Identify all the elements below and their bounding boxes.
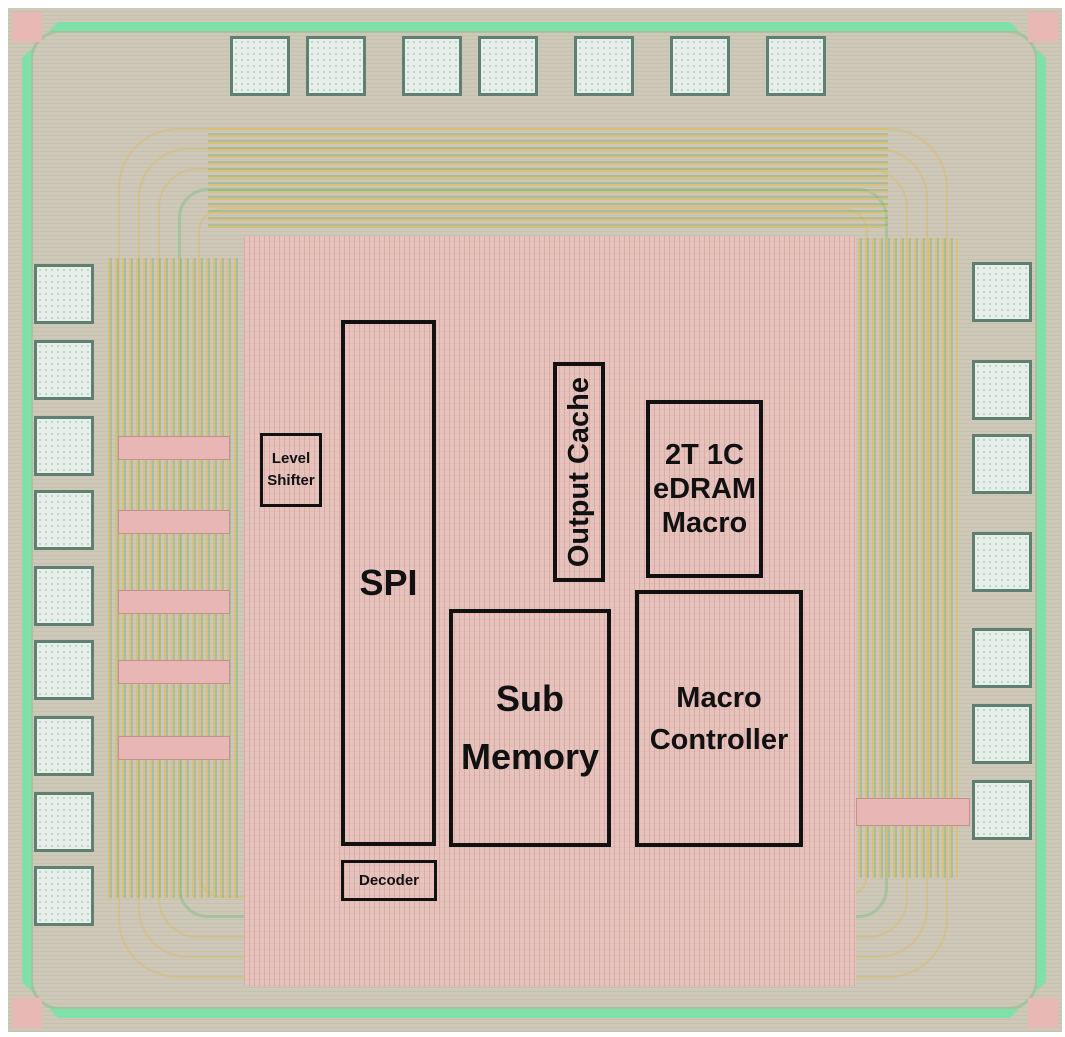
io-pad (766, 36, 826, 96)
io-pad (574, 36, 634, 96)
output-cache-block: Output Cache (553, 362, 605, 582)
esd-cell (856, 798, 970, 826)
chip-die (8, 8, 1062, 1032)
io-pad (34, 416, 94, 476)
spi-block: SPI (341, 320, 436, 846)
esd-cell (118, 510, 230, 534)
io-pad (478, 36, 538, 96)
level-shifter-line-1: Level (272, 450, 310, 467)
esd-cell (118, 590, 230, 614)
io-pad (34, 640, 94, 700)
corner-bottom-right (1028, 998, 1058, 1028)
io-pad (972, 704, 1032, 764)
io-pad (34, 866, 94, 926)
esd-cell (118, 736, 230, 760)
io-pad (34, 490, 94, 550)
edram-line-2: eDRAM (653, 473, 756, 505)
esd-cell (118, 436, 230, 460)
decoder-block: Decoder (341, 860, 437, 901)
macro-controller-line-2: Controller (650, 724, 789, 756)
corner-top-right (1028, 12, 1058, 42)
io-pad (670, 36, 730, 96)
io-pad (402, 36, 462, 96)
io-pad (972, 780, 1032, 840)
io-pad (972, 628, 1032, 688)
level-shifter-block: LevelShifter (260, 433, 322, 507)
corner-top-left (12, 12, 42, 42)
io-pad (34, 264, 94, 324)
io-pad (972, 262, 1032, 322)
sub-memory-line-1: Sub (496, 678, 564, 719)
io-pad (34, 566, 94, 626)
level-shifter-line-2: Shifter (267, 472, 315, 489)
io-pad (972, 360, 1032, 420)
io-pad (34, 716, 94, 776)
io-pad (972, 532, 1032, 592)
io-pad (230, 36, 290, 96)
edram-macro-block: 2T 1CeDRAMMacro (646, 400, 763, 578)
io-pad (34, 792, 94, 852)
sub-memory-line-2: Memory (461, 736, 599, 777)
output-cache-label: Output Cache (563, 377, 596, 567)
spi-label: SPI (359, 561, 417, 605)
decoder-label: Decoder (359, 872, 419, 889)
macro-controller-block: MacroController (635, 590, 803, 847)
io-pad (972, 434, 1032, 494)
edram-line-1: 2T 1C (665, 439, 744, 471)
macro-controller-line-1: Macro (676, 682, 761, 714)
corner-bottom-left (12, 998, 42, 1028)
io-pad (34, 340, 94, 400)
io-pad (306, 36, 366, 96)
edram-line-3: Macro (662, 507, 747, 539)
sub-memory-block: SubMemory (449, 609, 611, 847)
esd-cell (118, 660, 230, 684)
